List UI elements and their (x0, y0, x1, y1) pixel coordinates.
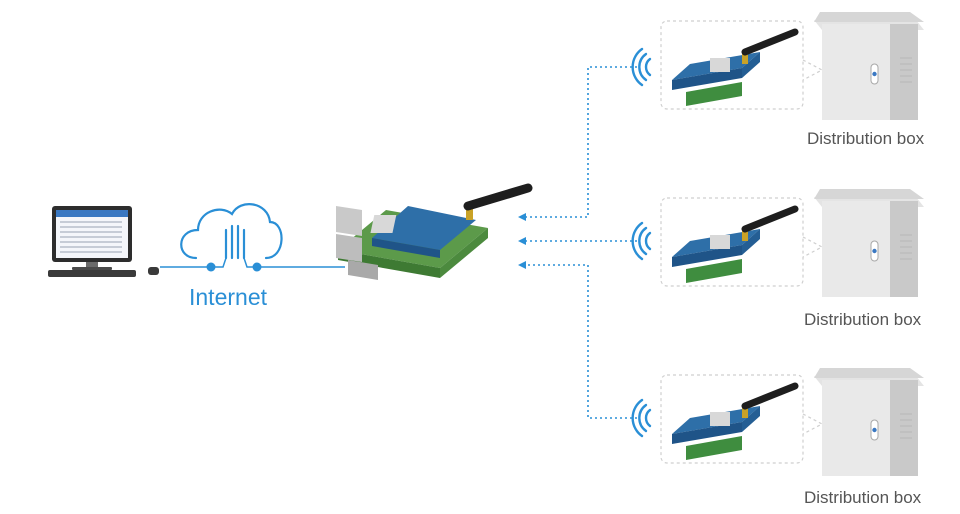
distribution-box-label: Distribution box (804, 488, 922, 507)
lora-link-bottom (518, 261, 637, 419)
lora-node-board-icon (672, 205, 799, 283)
desktop-computer-icon (48, 206, 159, 277)
distribution-cabinet-icon (814, 189, 924, 297)
wifi-signal-icon (631, 398, 652, 438)
internet-connection-lines (160, 257, 345, 272)
lora-node-board-icon (672, 382, 799, 460)
callout-tail (802, 59, 824, 81)
wifi-signal-icon (631, 47, 652, 87)
raspberry-pi-lora-hat-icon (336, 183, 533, 280)
callout-tail (802, 236, 824, 258)
wifi-signal-icon (631, 221, 652, 261)
callout-tail (802, 413, 824, 435)
distribution-box-label: Distribution box (804, 310, 922, 329)
lora-node-board-icon (672, 28, 799, 106)
distribution-cabinet-icon (814, 12, 924, 120)
cloud-icon (180, 203, 283, 260)
internet-label: Internet (189, 284, 267, 310)
lora-link-top (518, 66, 637, 221)
lora-links (518, 66, 637, 419)
distribution-box-label: Distribution box (807, 129, 925, 148)
distribution-cabinet-icon (814, 368, 924, 476)
